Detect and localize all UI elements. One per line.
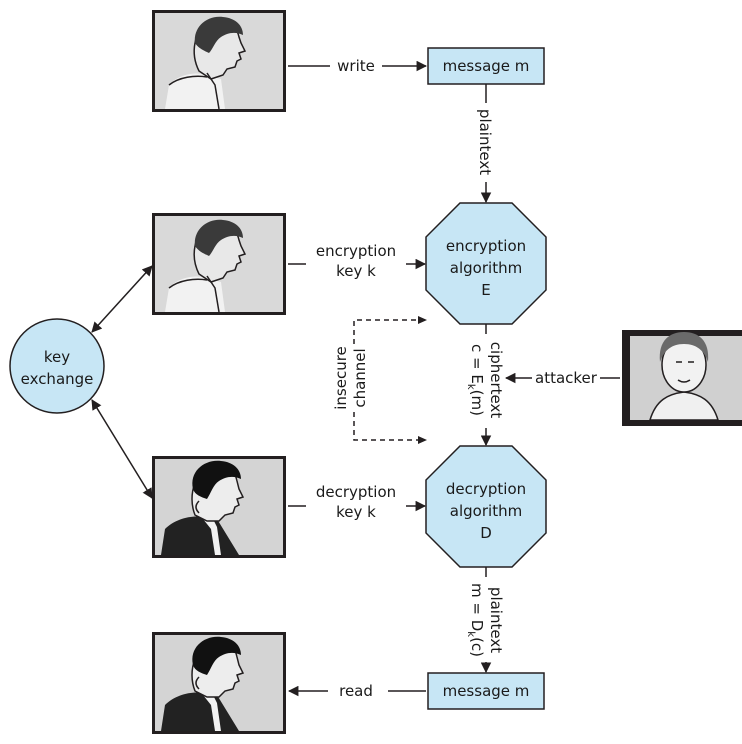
message-bottom-box: [427, 672, 545, 710]
insecure-label-2: channel: [351, 348, 369, 407]
key-exchange-line2: exchange: [21, 370, 94, 388]
key-exchange-line1: key: [44, 348, 70, 366]
writer-photo: [152, 10, 286, 112]
key-exchange-to-decryptor: [91, 399, 153, 499]
dec-key-label-2: key k: [336, 503, 376, 521]
decryption-line2: algorithm: [450, 502, 522, 520]
encryption-line3: E: [481, 281, 490, 299]
message-bottom-text: message m: [443, 682, 530, 700]
message-top-text: message m: [443, 57, 530, 75]
insecure-label-1: insecure: [332, 346, 350, 410]
plaintext-top-label: plaintext: [476, 109, 494, 175]
decryption-line3: D: [480, 524, 492, 542]
ciphertext-formula: c = Ek(m): [465, 344, 486, 416]
encryption-algorithm-node: [425, 202, 547, 325]
write-label: write: [337, 57, 375, 75]
key-exchange-to-encryptor: [91, 265, 153, 333]
ciphertext-label: ciphertext: [487, 342, 505, 419]
dec-key-label-1: decryption: [316, 483, 396, 501]
insecure-arrow-top: [418, 316, 427, 324]
plaintext-bottom-label: plaintext: [487, 587, 505, 653]
attacker-photo: [622, 330, 742, 426]
plaintext-formula: m = Dk(c): [465, 583, 486, 657]
message-top-box: [427, 47, 545, 85]
decryption-line1: decryption: [446, 480, 526, 498]
insecure-arrow-bottom: [418, 436, 427, 444]
decryption-algorithm-node: [425, 445, 547, 568]
encryptor-photo: [152, 213, 286, 315]
reader-photo: [152, 632, 286, 734]
encryption-line1: encryption: [446, 237, 526, 255]
key-exchange-node: [9, 318, 105, 414]
encryption-line2: algorithm: [450, 259, 522, 277]
read-label: read: [339, 682, 373, 700]
attacker-label: attacker: [535, 369, 598, 387]
insecure-channel-path: [353, 319, 425, 441]
enc-key-label-1: encryption: [316, 242, 396, 260]
enc-key-label-2: key k: [336, 262, 376, 280]
decryptor-photo: [152, 456, 286, 558]
